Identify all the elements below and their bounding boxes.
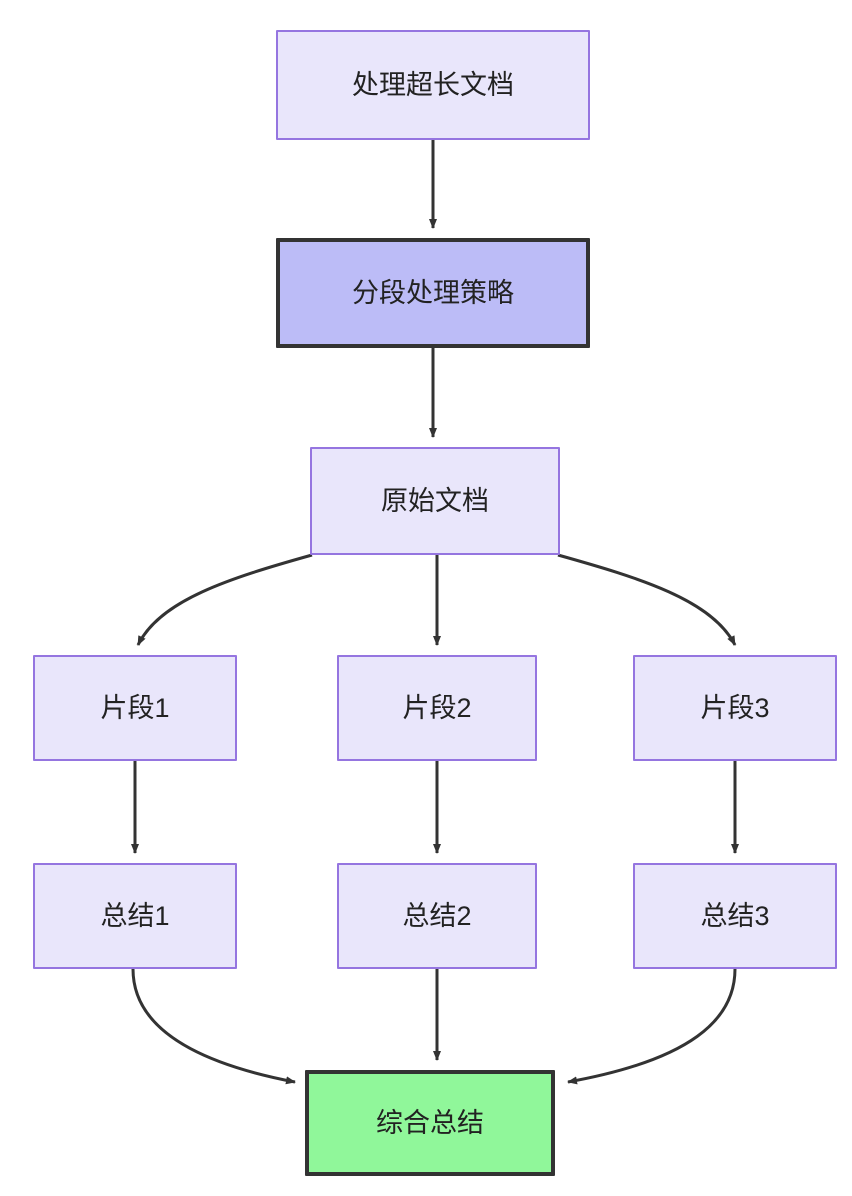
node-segment-2-label: 片段2 bbox=[402, 692, 472, 723]
node-summary-2[interactable]: 总结2 bbox=[337, 863, 537, 969]
edge-source-doc-to-segment-3 bbox=[557, 553, 737, 646]
node-source-doc[interactable]: 原始文档 bbox=[310, 447, 560, 555]
node-segment-1-label: 片段1 bbox=[100, 692, 170, 723]
edge-summary-3-to-final-summary bbox=[567, 968, 737, 1085]
node-segment-1[interactable]: 片段1 bbox=[33, 655, 237, 761]
node-long-doc-label: 处理超长文档 bbox=[352, 69, 514, 100]
node-summary-1-label: 总结1 bbox=[100, 900, 170, 931]
node-summary-2-label: 总结2 bbox=[402, 900, 472, 931]
node-chunk-policy[interactable]: 分段处理策略 bbox=[276, 238, 590, 348]
node-segment-3[interactable]: 片段3 bbox=[633, 655, 837, 761]
node-summary-3-label: 总结3 bbox=[700, 900, 770, 931]
node-summary-3[interactable]: 总结3 bbox=[633, 863, 837, 969]
node-final-summary-label: 综合总结 bbox=[376, 1107, 484, 1138]
node-long-doc[interactable]: 处理超长文档 bbox=[276, 30, 590, 140]
node-source-doc-label: 原始文档 bbox=[381, 485, 489, 516]
edge-source-doc-to-segment-1 bbox=[136, 553, 313, 646]
node-summary-1[interactable]: 总结1 bbox=[33, 863, 237, 969]
node-final-summary[interactable]: 综合总结 bbox=[305, 1070, 555, 1176]
node-chunk-policy-label: 分段处理策略 bbox=[352, 277, 514, 308]
node-segment-3-label: 片段3 bbox=[700, 692, 770, 723]
edge-summary-1-to-final-summary bbox=[131, 968, 296, 1085]
node-segment-2[interactable]: 片段2 bbox=[337, 655, 537, 761]
